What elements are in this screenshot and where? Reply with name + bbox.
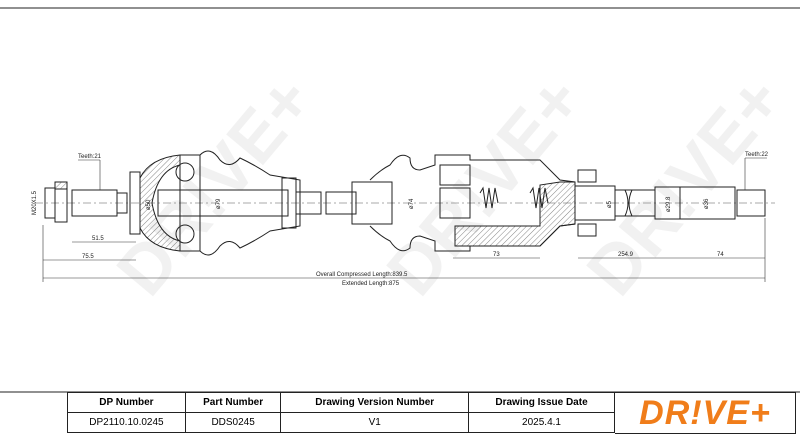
left-stub-shaft xyxy=(44,171,141,235)
dia-79-label: ø79 xyxy=(216,198,222,209)
thread-label: M20X1.5 xyxy=(32,190,38,215)
teeth-left-label: Teeth:21 xyxy=(78,154,102,160)
header-part-number: Part Number xyxy=(184,392,282,413)
dia-29-8-label: ø29.8 xyxy=(666,196,672,212)
dia-36-label: ø36 xyxy=(704,198,710,209)
dia-74-label: ø74 xyxy=(409,198,415,209)
dim-75-5: 75.5 xyxy=(82,254,94,260)
dp-number-value: DP2110.10.0245 xyxy=(67,412,186,433)
dim-254-9: 254.9 xyxy=(618,252,634,258)
header-dp-number: DP Number xyxy=(67,392,186,413)
title-block: DP Number Part Number Drawing Version Nu… xyxy=(67,392,615,433)
overall-compressed-length: Overall Compressed Length:839.5 xyxy=(316,272,408,278)
drawing-version-value: V1 xyxy=(280,412,470,433)
header-issue-date: Drawing Issue Date xyxy=(468,392,615,413)
dim-74: 74 xyxy=(717,252,724,258)
svg-text:DR!VE+: DR!VE+ xyxy=(102,61,328,309)
svg-text:DR!VE+: DR!VE+ xyxy=(572,61,798,309)
outer-cv-joint xyxy=(139,150,301,256)
brand-logo-text: DR!VE+ xyxy=(639,393,771,432)
dim-73: 73 xyxy=(493,252,500,258)
header-drawing-version: Drawing Version Number xyxy=(280,392,470,413)
part-number-value: DDS0245 xyxy=(184,412,282,433)
dia-5-label: ø5 xyxy=(607,200,613,208)
dim-51-5: 51.5 xyxy=(92,236,104,242)
extended-length: Extended Length:875 xyxy=(342,281,400,287)
dimensions: Teeth:21 Teeth:22 M20X1.5 ø50 ø79 ø74 ø5… xyxy=(32,152,769,287)
dia-50-label: ø50 xyxy=(146,199,152,210)
teeth-right-label: Teeth:22 xyxy=(745,152,769,158)
intermediate-shaft xyxy=(295,191,357,215)
issue-date-value: 2025.4.1 xyxy=(468,412,615,433)
right-stub-shaft xyxy=(574,169,766,237)
brand-logo: DR!VE+ xyxy=(615,392,796,434)
